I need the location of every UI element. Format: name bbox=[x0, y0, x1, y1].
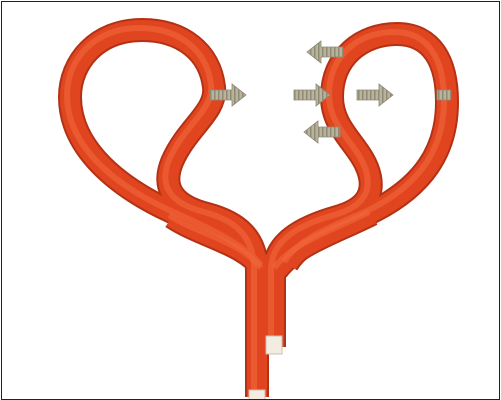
arrow-right-edge-icon bbox=[437, 90, 451, 100]
stem-end-lower-marker bbox=[249, 390, 265, 400]
stem-end-upper-marker bbox=[266, 336, 282, 354]
arrow-right-loop-inner-icon bbox=[357, 84, 393, 106]
